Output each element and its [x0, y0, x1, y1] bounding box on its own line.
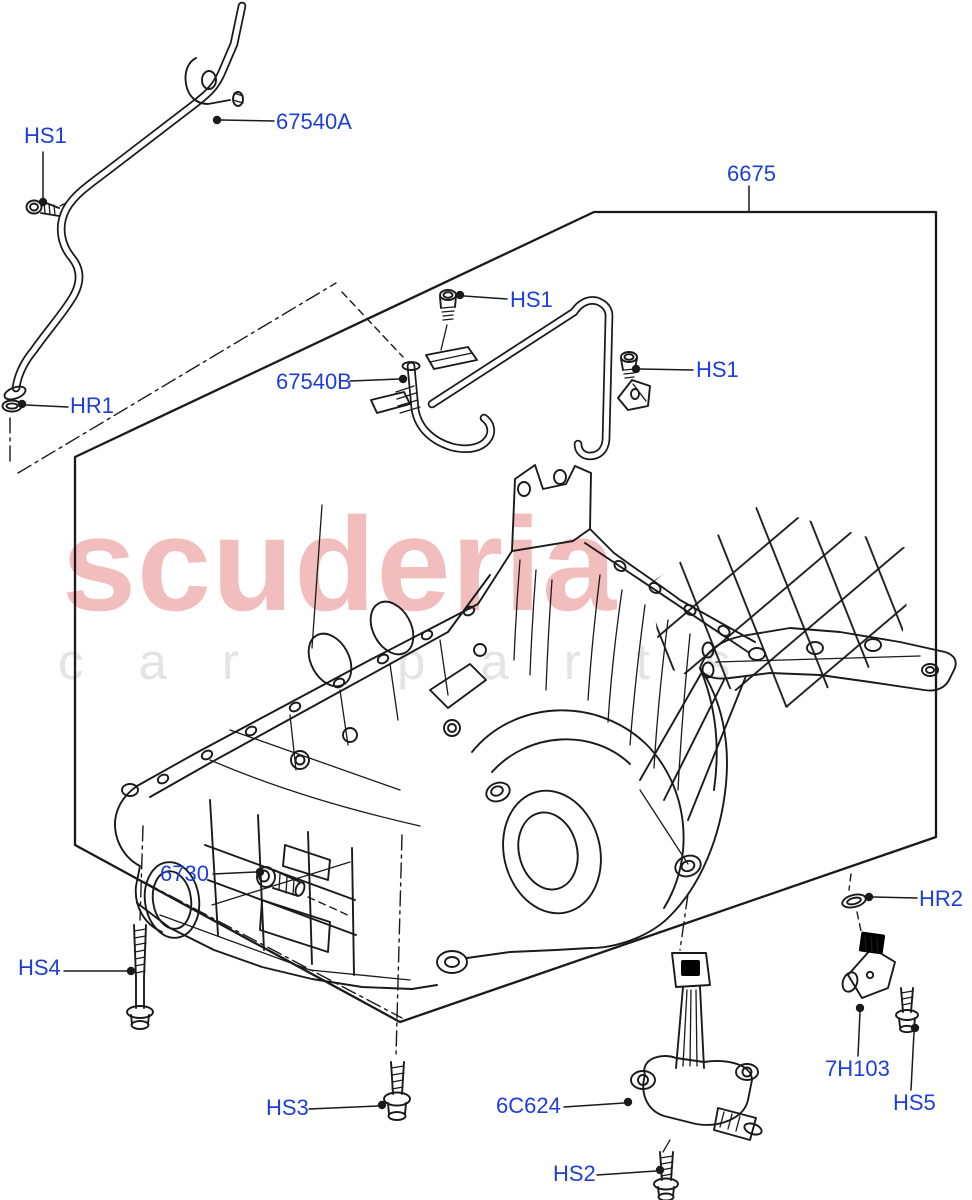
leader-lines: [17, 115, 920, 1176]
guide-lines: [9, 195, 862, 1153]
part-label-67540a[interactable]: 67540A: [276, 109, 352, 134]
part-label-hs3[interactable]: HS3: [266, 1095, 309, 1120]
part-label-hs2[interactable]: HS2: [553, 1161, 596, 1186]
bolt-hs4-drawing: [126, 924, 154, 1030]
part-label-7h103[interactable]: 7H103: [825, 1056, 890, 1081]
part-label-6c624[interactable]: 6C624: [496, 1093, 561, 1118]
sensor-7h103-drawing: [841, 931, 896, 999]
part-label-hr2[interactable]: HR2: [919, 886, 964, 911]
oil-tube-67540b-drawing: [370, 296, 651, 461]
dipstick-tube-67540a-drawing: [3, 1, 247, 401]
part-label-hs1-top[interactable]: HS1: [24, 123, 67, 148]
part-label-hs1-right[interactable]: HS1: [696, 357, 739, 382]
bolt-hs2-drawing: [653, 1151, 679, 1200]
drain-plug-6730-drawing: [256, 866, 306, 897]
part-label-67540b[interactable]: 67540B: [276, 369, 352, 394]
part-label-hs4[interactable]: HS4: [18, 955, 61, 980]
oring-hr2-drawing: [841, 893, 867, 909]
bolt-hs1-middle-drawing: [439, 289, 457, 321]
part-label-hs1-middle[interactable]: HS1: [510, 287, 553, 312]
bolt-hs3-drawing: [383, 1061, 411, 1121]
part-label-6675[interactable]: 6675: [727, 161, 776, 186]
part-label-hs5[interactable]: HS5: [893, 1090, 936, 1115]
bolt-hs1-right-drawing: [620, 351, 638, 379]
part-label-6730[interactable]: 6730: [160, 861, 209, 886]
engine-block-drawing: [114, 464, 957, 990]
oil-level-sensor-6c624-drawing: [630, 952, 763, 1141]
watermark-brand: scuderia: [62, 491, 618, 639]
part-label-hr1[interactable]: HR1: [70, 393, 115, 418]
view-box-border: [73, 210, 938, 1024]
bolt-hs5-drawing: [895, 987, 919, 1034]
